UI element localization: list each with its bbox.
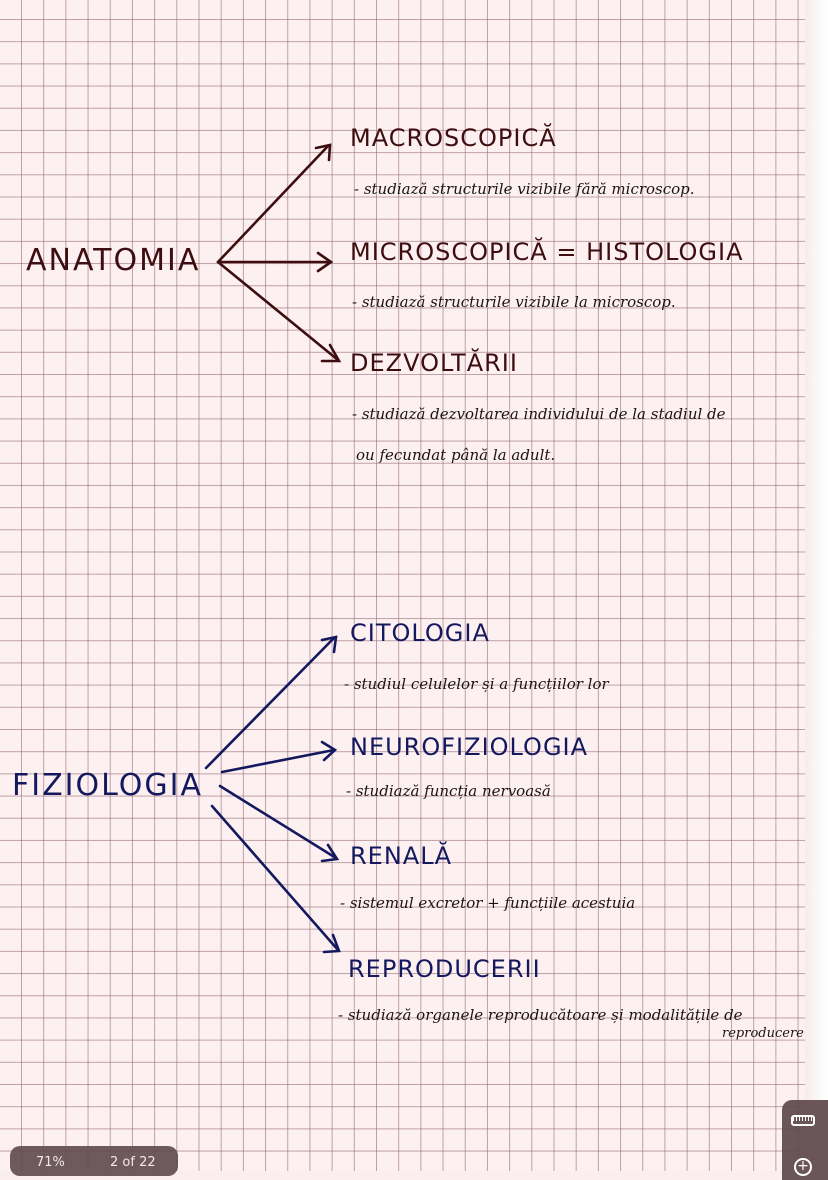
cytology-branch-title: CITOLOGIA (350, 619, 490, 647)
page-indicator: 2 of 22 (110, 1155, 156, 1170)
plus-circle-icon[interactable]: + (794, 1158, 812, 1176)
microscopic-branch-title: MICROSCOPICĂ = HISTOLOGIA (350, 238, 744, 266)
renal-branch-title: RENALĂ (350, 842, 452, 870)
neurophysiology-desc: - studiază funcția nervoasă (346, 782, 551, 800)
reproduction-desc-line1: - studiază organele reproducătoare și mo… (338, 1006, 743, 1024)
neurophysiology-branch-title: NEUROFIZIOLOGIA (350, 733, 589, 761)
page-status-pill: 71% 2 of 22 (10, 1146, 178, 1176)
macroscopic-desc: - studiază structurile vizibile fără mic… (354, 180, 695, 198)
ruler-icon[interactable] (791, 1115, 815, 1126)
reproduction-branch-title: REPRODUCERII (348, 955, 541, 983)
zoom-level: 71% (36, 1155, 65, 1170)
notebook-page (0, 0, 810, 1171)
anatomy-title: ANATOMIA (26, 243, 201, 278)
macroscopic-branch-title: MACROSCOPICĂ (350, 124, 557, 152)
cytology-desc: - studiul celulelor și a funcțiilor lor (344, 675, 609, 693)
microscopic-desc: - studiază structurile vizibile la micro… (352, 293, 676, 311)
physiology-title: FIZIOLOGIA (12, 768, 203, 803)
page-edge (805, 0, 828, 1171)
reproduction-desc-line2: reproducere (722, 1026, 804, 1041)
development-desc-line2: ou fecundat până la adult. (356, 446, 556, 464)
development-desc-line1: - studiază dezvoltarea individului de la… (352, 405, 726, 423)
renal-desc: - sistemul excretor + funcțiile acestuia (340, 894, 636, 912)
development-branch-title: DEZVOLTĂRII (350, 349, 518, 377)
tool-panel: + (782, 1100, 828, 1180)
